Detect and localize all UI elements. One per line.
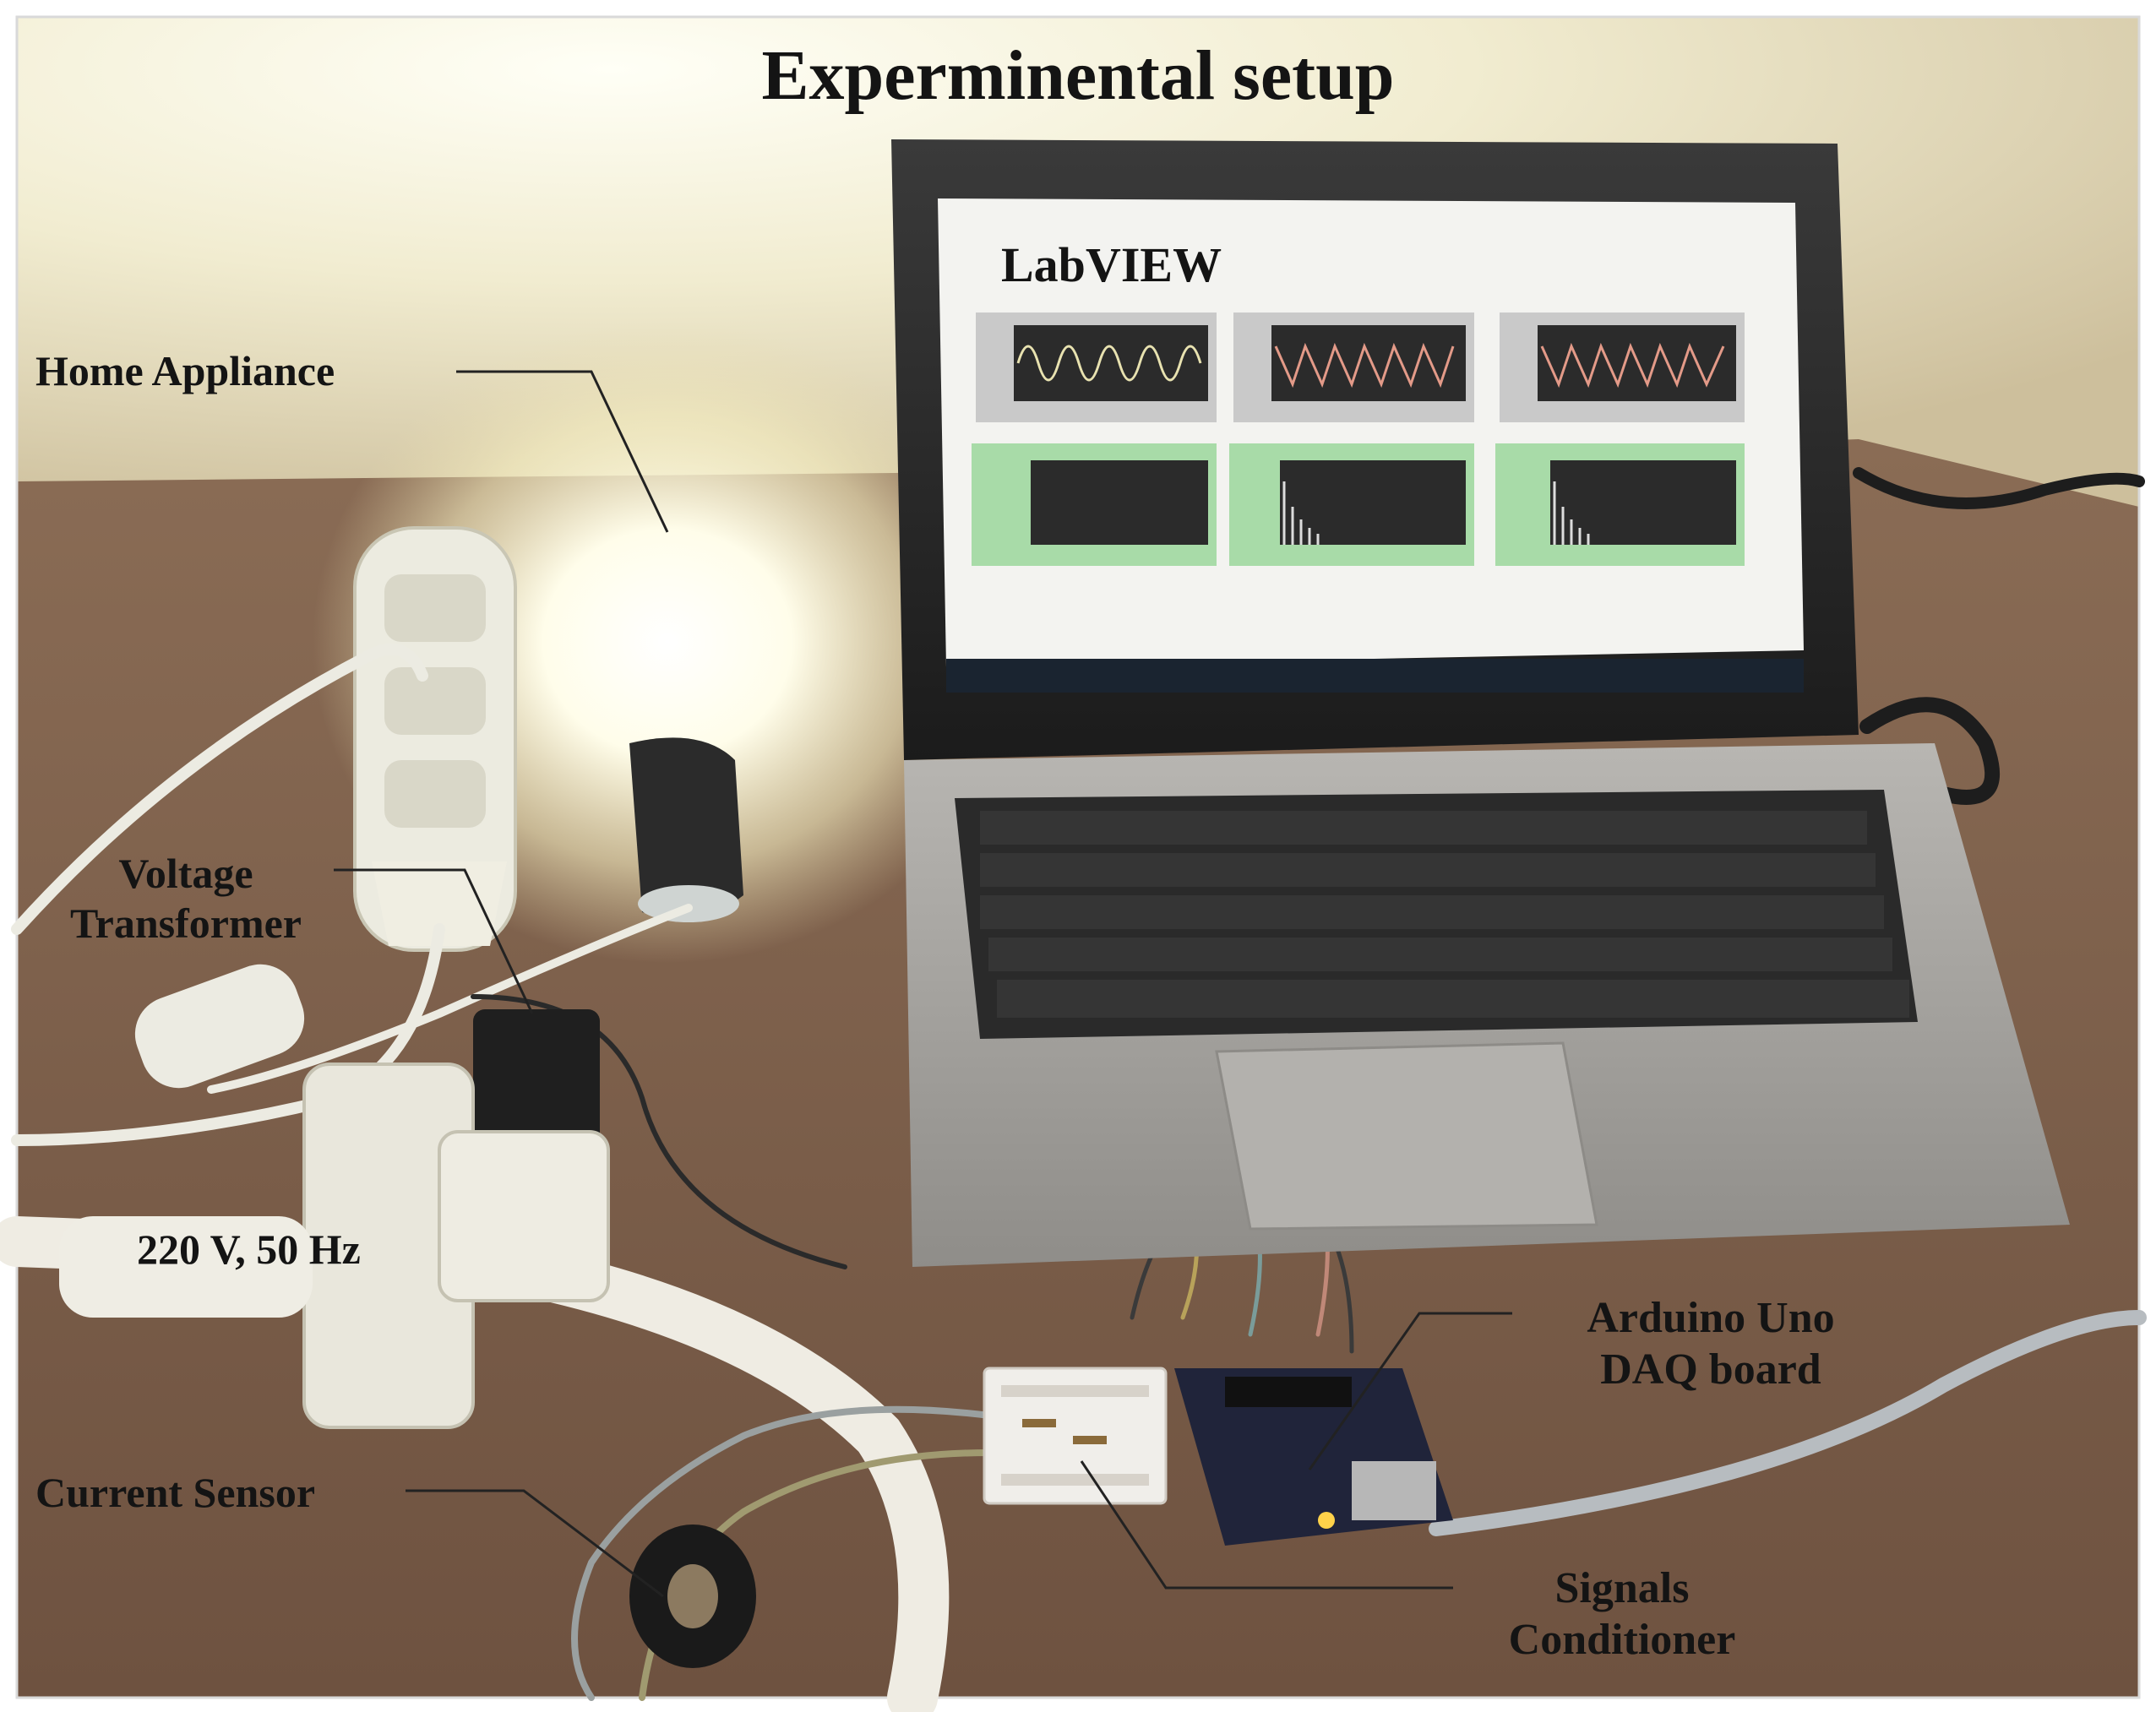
breadboard <box>983 1367 1168 1505</box>
home-appliance-label: Home Appliance <box>35 347 335 394</box>
current-sensor-label: Current Sensor <box>35 1469 316 1516</box>
voltage-transformer-label-line1: Voltage <box>118 850 253 897</box>
signals-conditioner-label-line1: Signals <box>1554 1564 1690 1612</box>
arduino-label-line1: Arduino Uno <box>1587 1294 1835 1342</box>
arduino-label: Arduino Uno DAQ board <box>1525 1292 1897 1396</box>
arduino-board <box>1174 1368 1453 1546</box>
figure-title: Experminental setup <box>761 36 1395 115</box>
labview-panels <box>972 313 1745 566</box>
leader-home-appliance <box>456 370 669 533</box>
current-sensor <box>629 1524 756 1668</box>
bulb-socket <box>629 737 743 922</box>
leader-lines <box>334 370 1512 1598</box>
leader-arduino <box>1308 1312 1512 1470</box>
voltage-transformer <box>473 1009 600 1166</box>
multi-plug <box>59 1063 610 1429</box>
signals-conditioner-label: Signals Conditioner <box>1453 1563 1791 1666</box>
arduino-label-line2: DAQ board <box>1600 1345 1821 1394</box>
leader-signals <box>1080 1460 1453 1590</box>
leader-current-sensor <box>406 1489 664 1598</box>
labview-label: LabVIEW <box>1001 237 1222 292</box>
voltage-transformer-label: Voltage Transformer <box>34 849 338 948</box>
keyboard-keys <box>980 811 1909 1018</box>
signals-conditioner-label-line2: Conditioner <box>1508 1616 1736 1665</box>
cable-switch <box>134 964 305 1089</box>
voltage-transformer-label-line2: Transformer <box>70 899 302 947</box>
mains-supply-label: 220 V, 50 Hz <box>137 1226 361 1273</box>
power-strip <box>353 526 517 952</box>
leader-voltage-transformer <box>334 868 534 1014</box>
photo-frame <box>15 15 2141 1699</box>
